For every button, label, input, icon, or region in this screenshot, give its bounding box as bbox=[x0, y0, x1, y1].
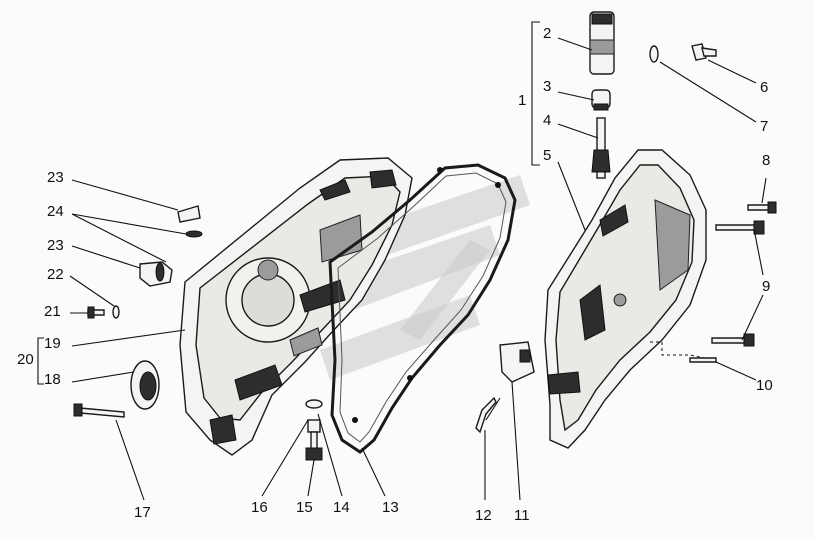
drive-gear-assembly bbox=[589, 11, 615, 179]
callout-1: 1 bbox=[518, 92, 527, 109]
callout-24: 24 bbox=[47, 203, 64, 220]
callout-6: 6 bbox=[760, 79, 769, 96]
screws-right bbox=[650, 201, 777, 363]
callout-21: 21 bbox=[44, 303, 61, 320]
callout-23-top: 23 bbox=[47, 169, 64, 186]
left-cover-housing bbox=[179, 157, 413, 456]
callout-19: 19 bbox=[44, 335, 61, 352]
callout-18: 18 bbox=[44, 371, 61, 388]
callout-12: 12 bbox=[475, 507, 492, 524]
leader-lines bbox=[37, 21, 767, 501]
gasket-outline bbox=[328, 163, 517, 454]
right-cover-housing bbox=[544, 149, 707, 449]
callout-7: 7 bbox=[760, 118, 769, 135]
cap-and-pin bbox=[475, 341, 535, 434]
callout-9: 9 bbox=[762, 278, 771, 295]
callout-10: 10 bbox=[756, 377, 773, 394]
callout-23-bottom: 23 bbox=[47, 237, 64, 254]
small-parts-left bbox=[73, 205, 323, 461]
callout-13: 13 bbox=[382, 499, 399, 516]
callout-3: 3 bbox=[543, 78, 552, 95]
callout-17: 17 bbox=[134, 504, 151, 521]
callout-14: 14 bbox=[333, 499, 350, 516]
callout-11: 11 bbox=[514, 507, 530, 524]
callout-22: 22 bbox=[47, 266, 64, 283]
plug-and-washer bbox=[649, 43, 717, 63]
callout-16: 16 bbox=[251, 499, 268, 516]
callout-5: 5 bbox=[543, 147, 552, 164]
callout-4: 4 bbox=[543, 112, 552, 129]
callout-15: 15 bbox=[296, 499, 313, 516]
callout-2: 2 bbox=[543, 25, 552, 42]
callout-20: 20 bbox=[17, 351, 34, 368]
callout-8: 8 bbox=[762, 152, 771, 169]
